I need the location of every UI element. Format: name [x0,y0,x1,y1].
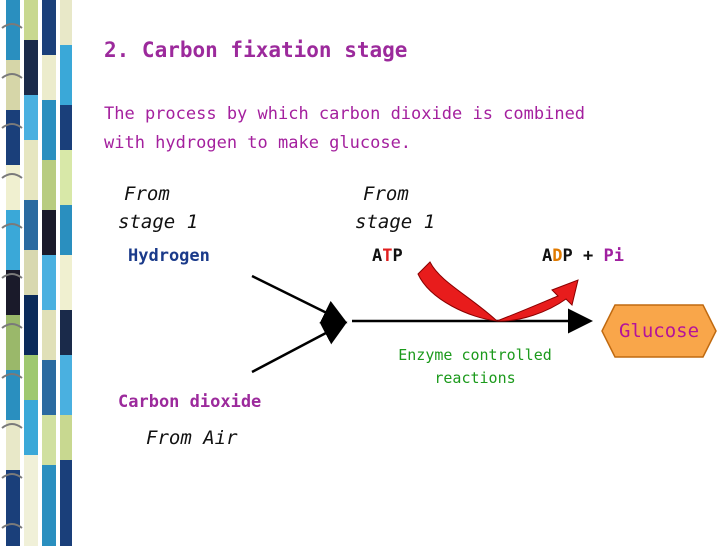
plus-sign: + [572,246,604,266]
atp-letter-p: P [392,246,403,266]
glucose-hexagon-shape [601,304,717,358]
atp-source: From stage 1 [355,180,435,236]
atp-source-line-1: From [363,183,409,205]
slide-description: The process by which carbon dioxide is c… [104,100,585,158]
description-line-2: with hydrogen to make glucose. [104,133,412,153]
hydrogen-source: From stage 1 [118,180,198,236]
adp-letter-a: A [542,246,553,266]
hydrogen-source-line-2: stage 1 [118,211,199,233]
hydrogen-source-line-1: From [124,183,170,205]
glucose-label: Glucose [618,320,700,342]
enzyme-line-2: reactions [434,369,516,387]
atp-source-line-2: stage 1 [355,211,436,233]
atp-adp-curved-arrow-head [496,279,579,322]
adp-letter-d: D [552,246,563,266]
adp-letter-p: P [562,246,573,266]
carbon-dioxide-label: Carbon dioxide [118,392,262,412]
adp-pi-label: ADP + Pi [542,246,624,266]
atp-letter-t: T [382,246,393,266]
enzyme-note: Enzyme controlled reactions [372,344,578,390]
pi-label: Pi [603,246,624,266]
glucose-product: Glucose [601,304,717,358]
hydrogen-arrow [251,274,348,324]
carbon-dioxide-source: From Air [146,427,238,449]
enzyme-line-1: Enzyme controlled [398,346,552,364]
atp-letter-a: A [372,246,383,266]
description-line-1: The process by which carbon dioxide is c… [104,104,586,124]
atp-adp-curved-arrow [417,261,499,322]
atp-label: ATP [372,246,403,266]
decorative-sidebar [0,0,78,546]
hydrogen-label: Hydrogen [128,246,210,266]
carbon-dioxide-arrow [251,321,348,374]
slide-title: 2. Carbon fixation stage [104,38,408,62]
